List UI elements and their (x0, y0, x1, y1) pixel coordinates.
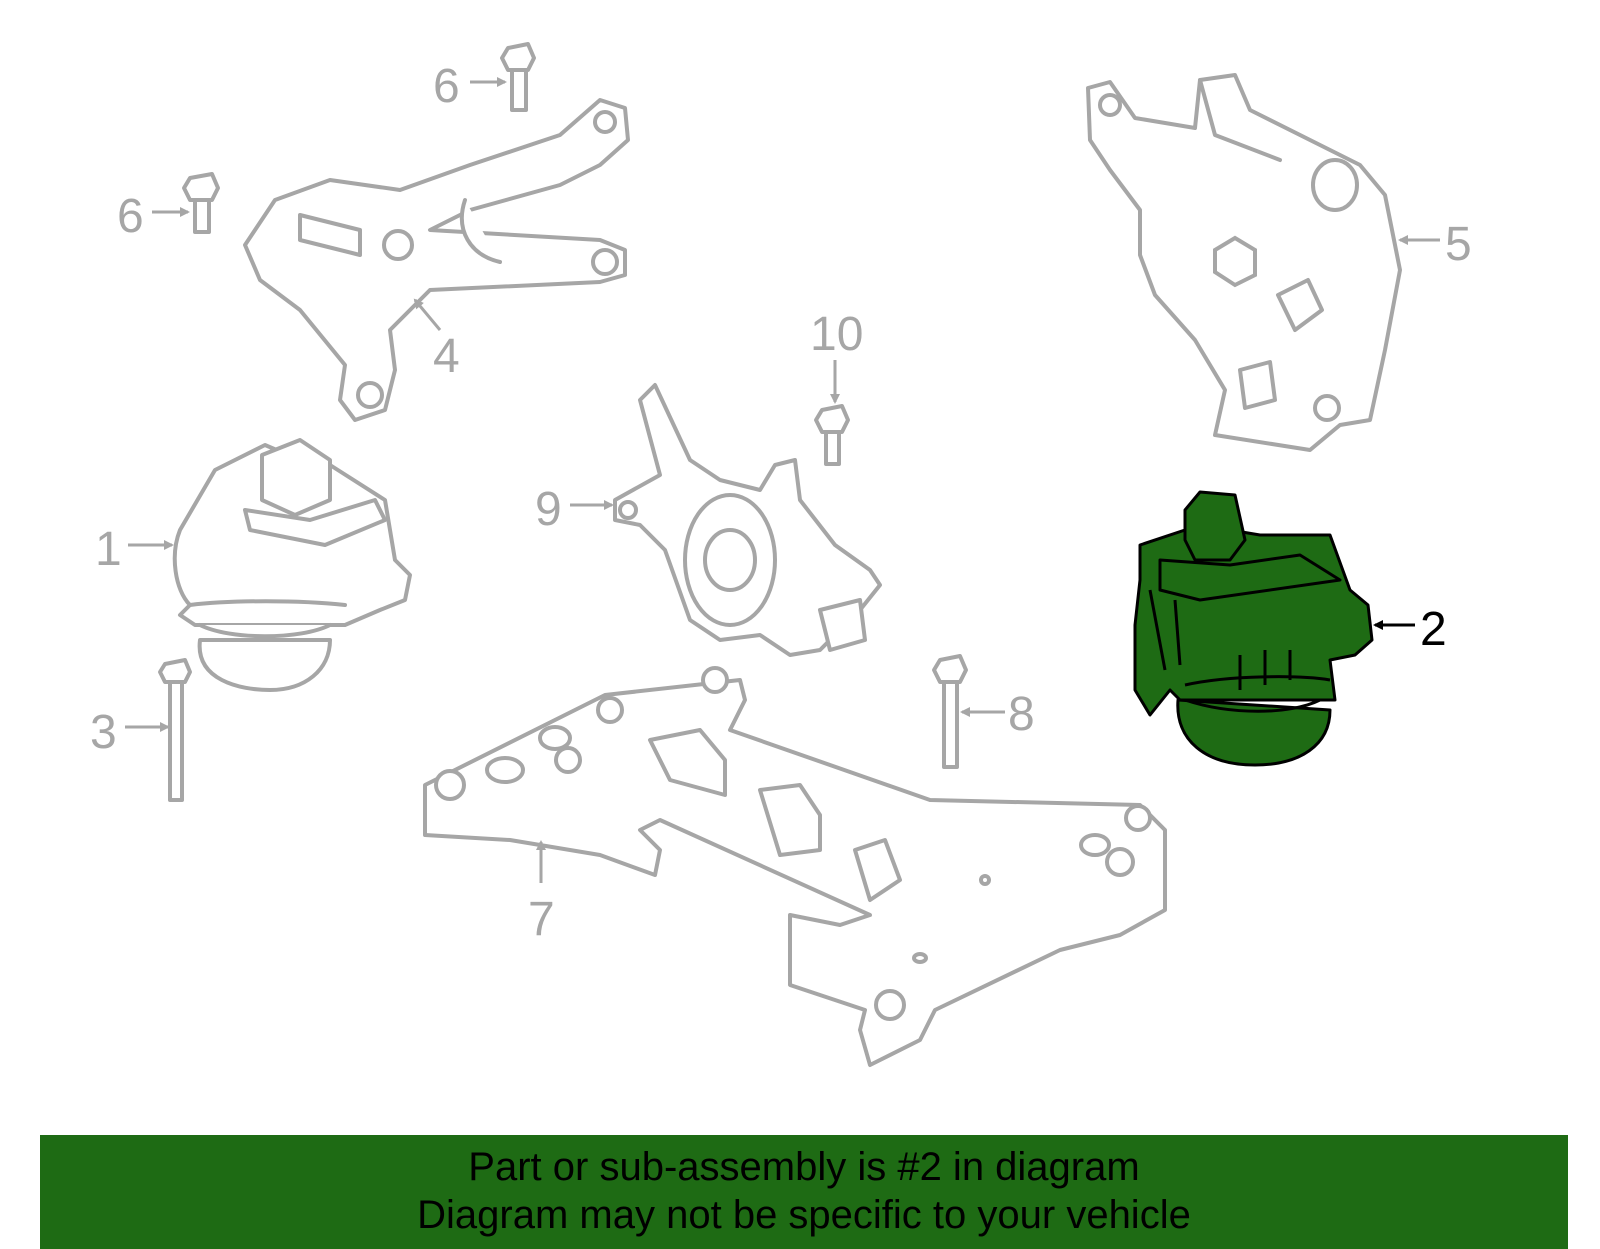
callout-6-top[interactable]: 6 (433, 60, 460, 113)
part-6-bolt-top[interactable] (500, 42, 536, 112)
callout-6-left[interactable]: 6 (117, 190, 144, 243)
part-9-mount-bracket[interactable] (613, 383, 882, 657)
part-2-engine-mount-highlighted[interactable] (1133, 490, 1374, 767)
callout-1[interactable]: 1 (95, 523, 122, 576)
part-10-bolt[interactable] (814, 404, 850, 466)
part-3-bolt[interactable] (158, 658, 192, 802)
callout-arrows (125, 77, 1440, 883)
callout-labels: 6 6 4 5 10 1 9 2 3 8 7 (90, 60, 1472, 946)
banner-line-2: Diagram may not be specific to your vehi… (417, 1193, 1191, 1237)
banner-line-1: Part or sub-assembly is #2 in diagram (468, 1145, 1140, 1189)
callout-9[interactable]: 9 (535, 483, 562, 536)
callout-7[interactable]: 7 (528, 893, 555, 946)
callout-4[interactable]: 4 (433, 330, 460, 383)
callout-2[interactable]: 2 (1420, 603, 1447, 656)
callout-5[interactable]: 5 (1445, 218, 1472, 271)
part-6-bolt-left[interactable] (182, 172, 220, 234)
callout-8[interactable]: 8 (1008, 688, 1035, 741)
part-4-bracket[interactable] (243, 98, 630, 422)
part-8-bolt[interactable] (932, 654, 968, 769)
callout-3[interactable]: 3 (90, 706, 117, 759)
part-1-engine-mount[interactable] (172, 438, 412, 692)
part-7-crossmember[interactable] (423, 666, 1167, 1067)
callout-10[interactable]: 10 (810, 308, 863, 361)
info-banner: Part or sub-assembly is #2 in diagram Di… (40, 1135, 1568, 1249)
part-5-bracket[interactable] (1086, 73, 1402, 452)
